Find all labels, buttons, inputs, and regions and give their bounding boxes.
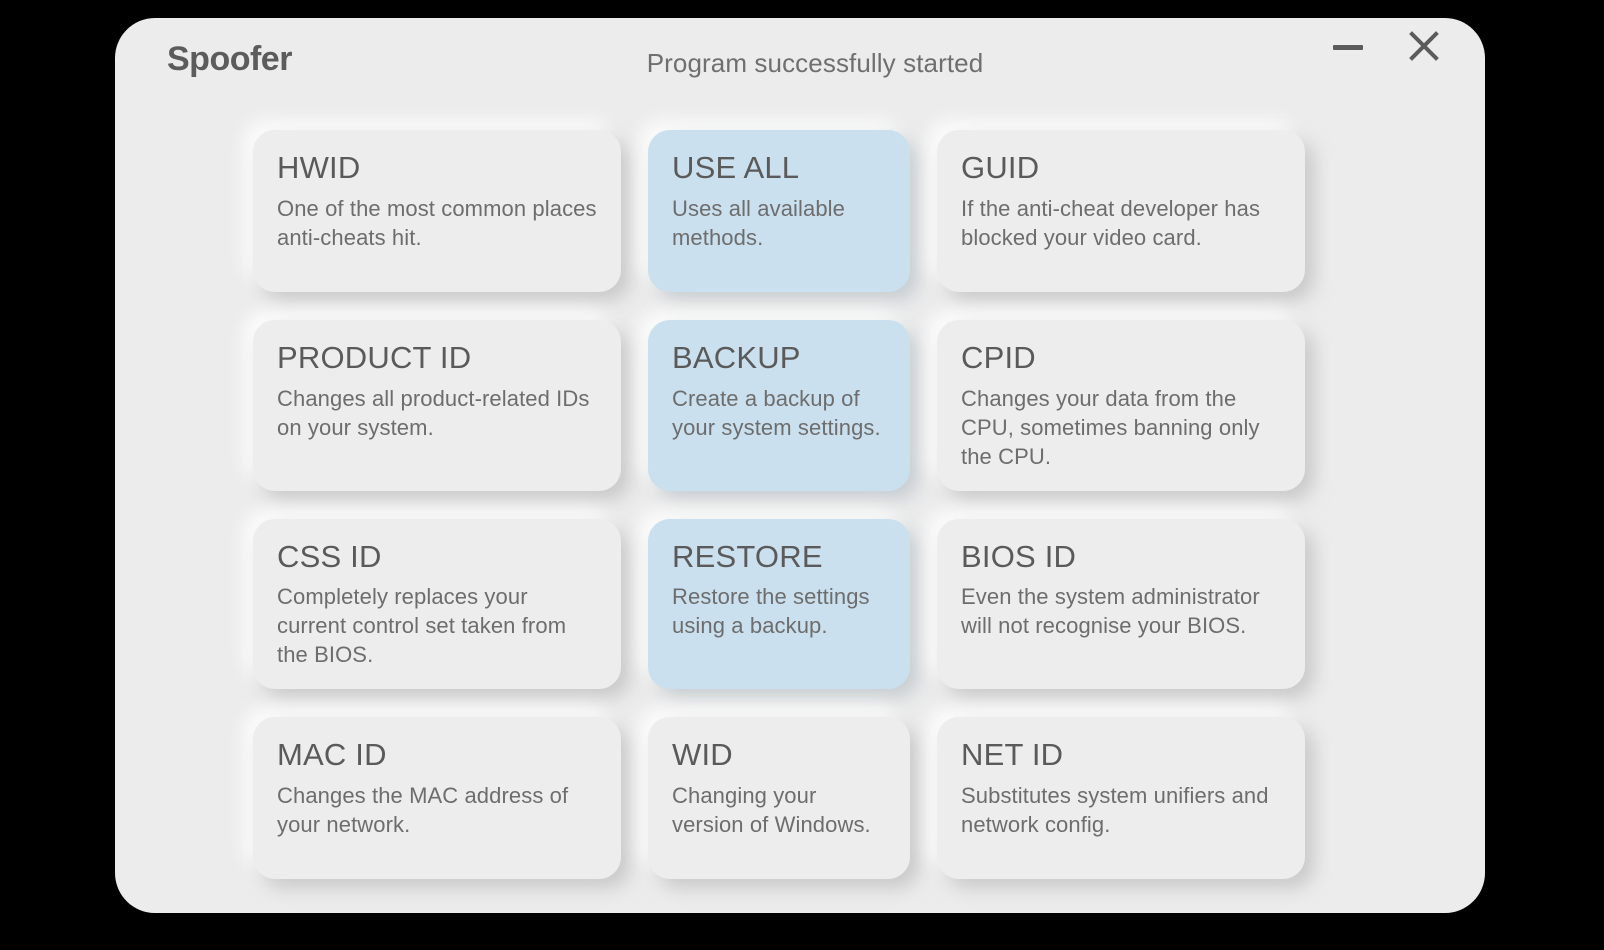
card-title: HWID — [277, 150, 361, 185]
card-description: Create a backup of your system settings. — [672, 385, 881, 440]
minimize-button[interactable] — [1325, 24, 1371, 70]
card-use-all[interactable]: USE ALL Uses all available methods. — [648, 130, 910, 292]
card-product-id[interactable]: PRODUCT ID Changes all product-related I… — [253, 320, 621, 491]
app-title: Spoofer — [167, 40, 292, 78]
card-net-id[interactable]: NET ID Substitutes system unifiers and n… — [937, 717, 1305, 880]
card-bios-id[interactable]: BIOS ID Even the system administrator wi… — [937, 518, 1305, 690]
card-mac-id[interactable]: MAC ID Changes the MAC address of your n… — [253, 717, 621, 880]
card-cpid[interactable]: CPID Changes your data from the CPU, som… — [937, 320, 1305, 491]
close-button[interactable] — [1401, 24, 1447, 70]
card-description: Changes the MAC address of your network. — [277, 782, 569, 837]
card-title: RESTORE — [672, 538, 823, 574]
window-controls — [1325, 24, 1447, 70]
card-restore[interactable]: RESTORE Restore the settings using a bac… — [648, 518, 910, 690]
card-title: CSS ID — [277, 538, 382, 574]
card-hwid[interactable]: HWID One of the most common places anti-… — [253, 130, 621, 292]
card-title: NET ID — [961, 737, 1064, 773]
card-title: PRODUCT ID — [277, 340, 472, 375]
card-description: Uses all available methods. — [672, 195, 845, 250]
card-title: MAC ID — [277, 737, 387, 773]
close-icon — [1406, 28, 1442, 67]
card-description: Substitutes system unifiers and network … — [961, 782, 1269, 837]
card-title: BACKUP — [672, 340, 801, 375]
card-description: Completely replaces your current control… — [277, 584, 567, 668]
card-description: Changing your version of Windows. — [672, 782, 871, 837]
card-description: Even the system administrator will not r… — [961, 584, 1260, 639]
card-description: Restore the settings using a backup. — [672, 584, 870, 639]
card-title: GUID — [961, 150, 1040, 185]
title-bar: Spoofer Program successfully started — [115, 18, 1485, 118]
card-description: If the anti-cheat developer has blocked … — [961, 195, 1261, 250]
minimize-icon — [1333, 44, 1363, 50]
card-title: WID — [672, 737, 733, 773]
spoofer-window: Spoofer Program successfully started — [115, 18, 1485, 913]
card-title: BIOS ID — [961, 538, 1077, 574]
card-guid[interactable]: GUID If the anti-cheat developer has blo… — [937, 130, 1305, 292]
card-title: USE ALL — [672, 150, 800, 185]
card-description: Changes your data from the CPU, sometime… — [961, 385, 1260, 469]
spoof-options-grid: HWID One of the most common places anti-… — [253, 130, 1323, 880]
card-wid[interactable]: WID Changing your version of Windows. — [648, 717, 910, 880]
card-title: CPID — [961, 340, 1036, 375]
card-css-id[interactable]: CSS ID Completely replaces your current … — [253, 518, 621, 690]
card-description: One of the most common places anti-cheat… — [277, 195, 597, 250]
status-message: Program successfully started — [646, 48, 984, 78]
card-description: Changes all product-related IDs on your … — [277, 385, 590, 440]
card-backup[interactable]: BACKUP Create a backup of your system se… — [648, 320, 910, 491]
